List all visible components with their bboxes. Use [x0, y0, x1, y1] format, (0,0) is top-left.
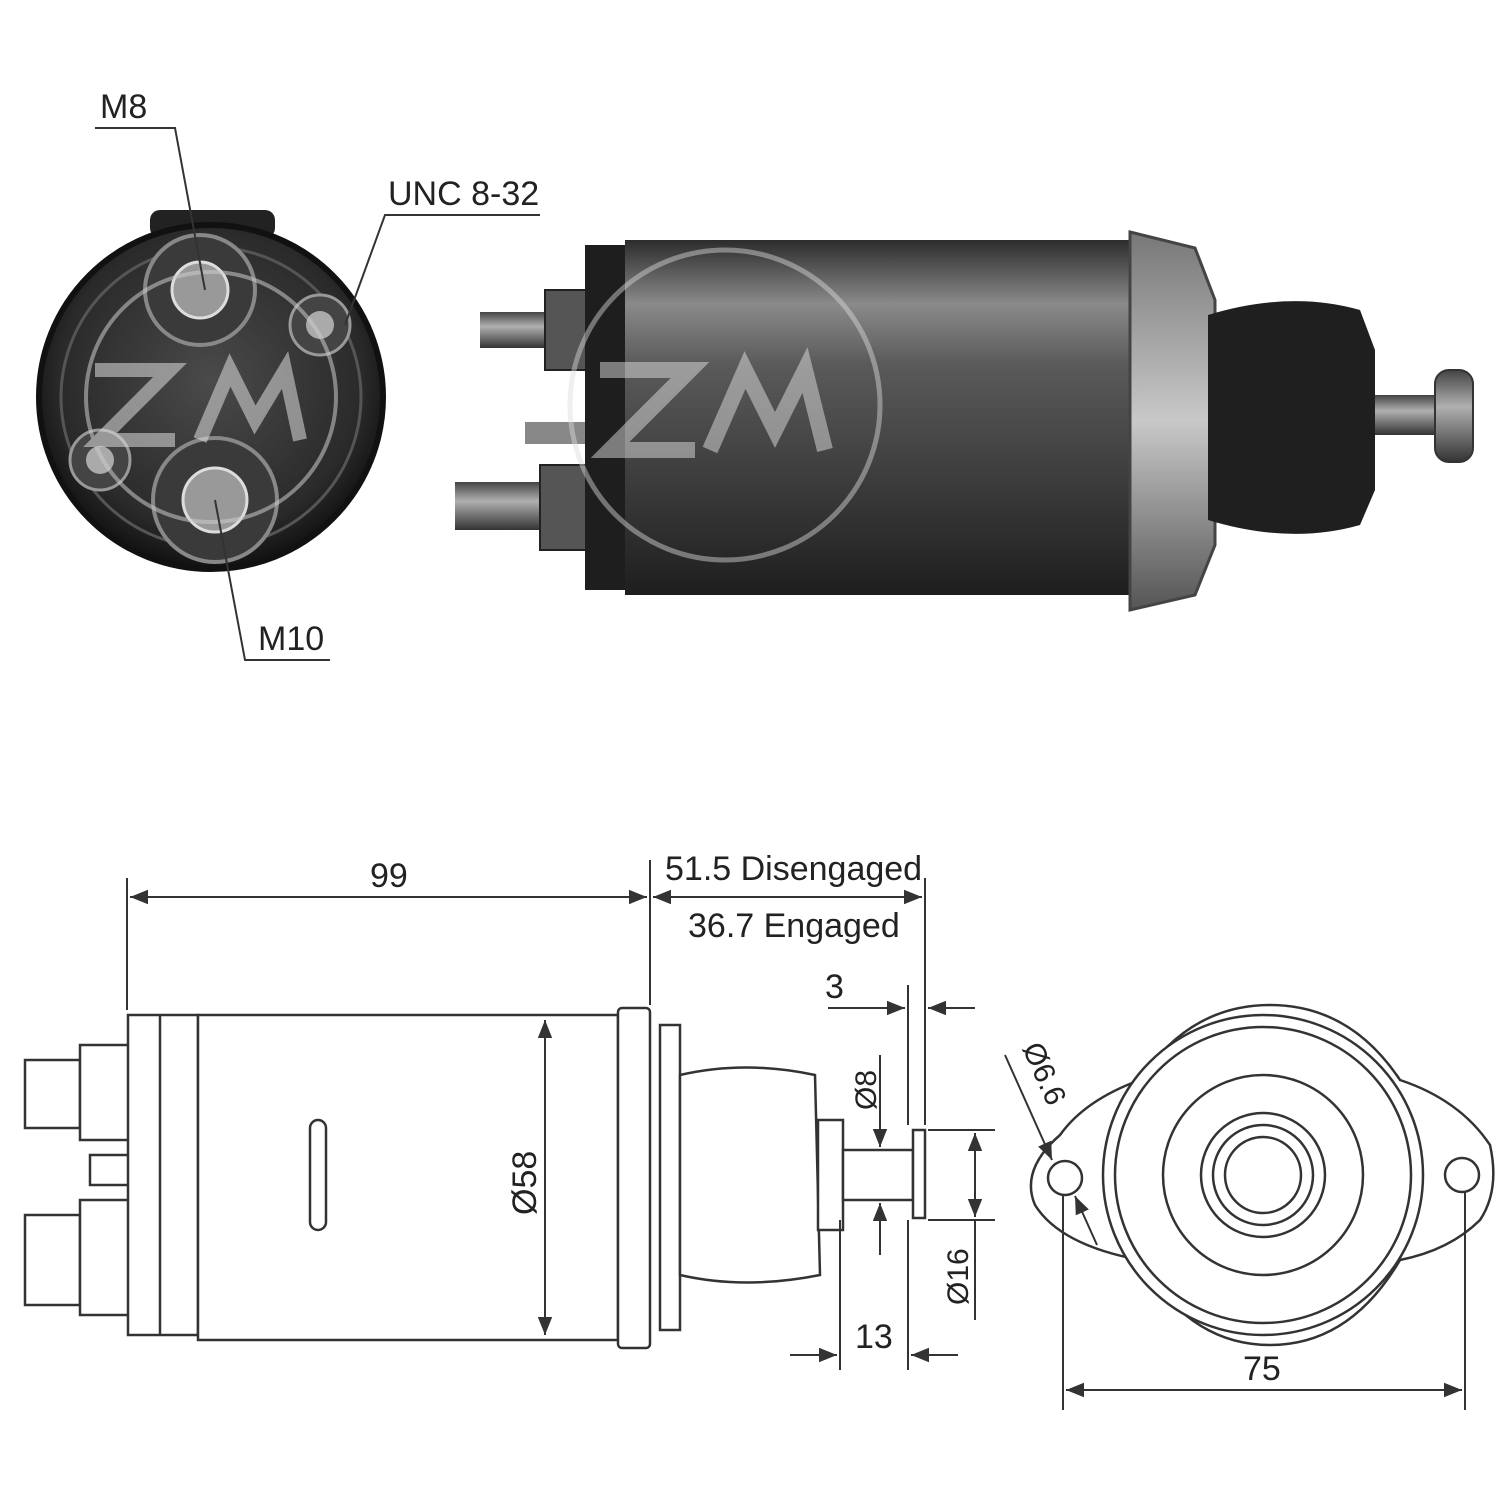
drawing-body [196, 1013, 620, 1342]
front-technical-drawing [1029, 1003, 1495, 1347]
plunger-head [1434, 369, 1474, 463]
zm-logo-watermark-side [567, 247, 883, 563]
drawing-plunger-head [911, 1128, 927, 1220]
left-mount-hole [1046, 1159, 1084, 1197]
drawing-shaft [841, 1148, 915, 1202]
lower-stud-icon [455, 482, 555, 530]
dim-tip-label: 3 [825, 968, 844, 1006]
dim-body-dia-label: Ø58 [506, 1151, 544, 1215]
dim-tip-length-label: 13 [855, 1318, 893, 1356]
dim-length-label: 99 [370, 857, 408, 895]
side-dimension-lines [126, 860, 995, 1370]
m10-label: M10 [258, 620, 324, 658]
dim-head-dia-label: Ø16 [942, 1248, 975, 1305]
m8-label: M8 [100, 88, 147, 126]
unc-label: UNC 8-32 [388, 175, 539, 213]
right-mount-hole [1443, 1156, 1481, 1194]
front-outer-circle [1101, 1013, 1425, 1337]
photo-leaders [95, 127, 540, 661]
dim-engaged-label: 36.7 Engaged [688, 907, 900, 945]
m8-terminal-icon [143, 233, 257, 347]
dim-disengaged-label: 51.5 Disengaged [665, 850, 922, 888]
front-dimension-lines [1004, 1054, 1466, 1410]
dim-shaft-dia-label: Ø8 [850, 1070, 883, 1110]
upper-stud-icon [480, 312, 555, 348]
side-technical-drawing [23, 1006, 927, 1350]
unc-terminal-icon [288, 293, 352, 357]
side-view-photo [455, 230, 1474, 612]
solenoid-body [625, 240, 1140, 595]
dim-flange-width-label: 75 [1243, 1350, 1281, 1388]
zm-logo-watermark [83, 270, 338, 524]
end-view-photo [36, 210, 386, 572]
mounting-flange [1128, 230, 1217, 612]
rubber-boot [1208, 301, 1375, 534]
